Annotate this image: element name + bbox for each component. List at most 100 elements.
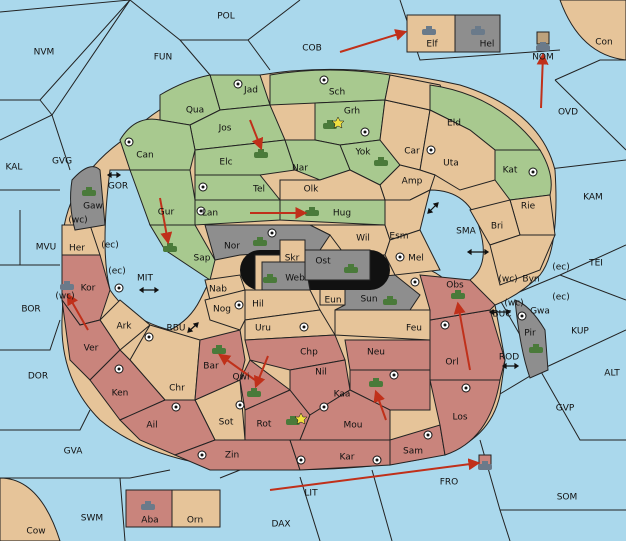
army-unit[interactable] [247, 388, 261, 397]
land-label: Aba [141, 516, 158, 526]
land-label: Grh [344, 107, 360, 117]
region-elc[interactable] [194, 139, 296, 176]
army-unit[interactable] [323, 116, 345, 129]
land-label: Qwi [233, 373, 250, 383]
link-arrows [106, 171, 520, 370]
region-nog[interactable] [204, 289, 246, 331]
supply-centre [234, 300, 244, 310]
star-icon [331, 116, 345, 129]
army-unit[interactable] [253, 237, 267, 246]
land-label: Web [285, 274, 305, 284]
army-unit[interactable] [383, 296, 397, 305]
sea-label: NOM [532, 53, 554, 63]
land-label: Mel [408, 254, 424, 264]
fleet-unit[interactable] [141, 501, 155, 510]
supply-centre [267, 228, 277, 238]
army-unit[interactable] [212, 345, 226, 354]
land-label: Uru [255, 324, 271, 334]
order-arrow [339, 29, 408, 53]
land-label: Orl [445, 358, 458, 368]
land-label: Hil [252, 300, 264, 310]
land-labels: Jad Sch Qua Grh Jos Eld Can Yok Car Elc … [69, 40, 550, 526]
land-label: Ail [146, 421, 157, 431]
land-label: Kaa [334, 390, 351, 400]
supply-centre [360, 127, 370, 137]
land-label: Bar [203, 362, 219, 372]
region-los[interactable] [429, 379, 501, 456]
sea-label: BUC [492, 310, 511, 320]
land-label: Elc [219, 158, 232, 168]
region-olk[interactable] [279, 169, 386, 201]
region-neu[interactable] [344, 339, 431, 371]
sea-label: KUP [571, 327, 589, 337]
army-unit[interactable] [263, 274, 277, 283]
supply-centre [124, 137, 134, 147]
order-arrow [536, 52, 549, 109]
army-unit[interactable] [163, 243, 177, 252]
sea-label: GVA [64, 447, 84, 457]
supply-centre [423, 430, 433, 440]
land-label: Ost [315, 257, 331, 267]
army-unit[interactable] [369, 378, 383, 387]
sea-label: SOM [557, 493, 578, 503]
army-unit[interactable] [344, 264, 358, 273]
land-label: Byn [522, 275, 539, 285]
fleet-unit[interactable] [422, 26, 436, 35]
army-unit[interactable] [254, 149, 268, 158]
land-label: Los [452, 413, 467, 423]
region-byn[interactable] [489, 234, 556, 286]
coast-label: (wc) [68, 216, 87, 226]
fleet-unit[interactable] [60, 281, 74, 290]
supply-centre [114, 364, 124, 374]
double-arrow-icon [466, 248, 490, 256]
sea-label: NVM [34, 48, 55, 58]
land-label: Rot [257, 420, 272, 430]
supply-centre [299, 322, 309, 332]
land-label: Qua [186, 106, 204, 116]
order-arrow [66, 292, 89, 331]
sea-label: MIT [137, 274, 153, 284]
land-label: Skr [285, 254, 300, 264]
sea-label: ALT [604, 369, 620, 379]
land-label: Ark [116, 322, 132, 332]
land-label: Sap [194, 254, 211, 264]
army-unit[interactable] [286, 412, 308, 425]
army-unit[interactable] [305, 207, 319, 216]
land-label: Gwa [530, 307, 550, 317]
land-label: Sot [219, 418, 234, 428]
army-unit[interactable] [451, 290, 465, 299]
land-label: Chr [169, 384, 185, 394]
supply-centre [197, 450, 207, 460]
coast-label: (wc) [55, 292, 74, 302]
land-label: Chp [300, 348, 318, 358]
army-unit[interactable] [374, 157, 388, 166]
fleet-unit[interactable] [478, 461, 492, 470]
region-can[interactable] [119, 118, 196, 171]
coast-label: (ec) [552, 293, 570, 303]
move-orders [66, 29, 549, 491]
region-ken[interactable] [89, 349, 166, 421]
land-label: Jos [218, 124, 232, 134]
region-mou[interactable] [299, 389, 391, 441]
fleet-unit[interactable] [471, 26, 485, 35]
land-label: Her [69, 244, 85, 254]
land-label: Nog [213, 305, 231, 315]
land-label: Car [404, 147, 420, 157]
sea-label: BOR [21, 305, 40, 315]
land-label: Eld [447, 119, 461, 129]
fleet-unit[interactable] [536, 42, 550, 51]
land-label: Lan [202, 209, 218, 219]
sea-label: MVU [36, 243, 57, 253]
region-gaw[interactable] [70, 166, 106, 231]
land-label: Jad [243, 86, 258, 96]
army-unit[interactable] [82, 187, 96, 196]
army-unit[interactable] [529, 344, 543, 353]
double-arrow-icon [138, 286, 160, 294]
double-arrow-icon [501, 362, 520, 370]
region-mel[interactable] [384, 229, 441, 276]
order-arrow [253, 355, 269, 389]
supply-centre [389, 370, 399, 380]
land-label: Yok [354, 148, 371, 158]
sea-label: OVD [558, 108, 578, 118]
order-arrow [453, 301, 471, 371]
